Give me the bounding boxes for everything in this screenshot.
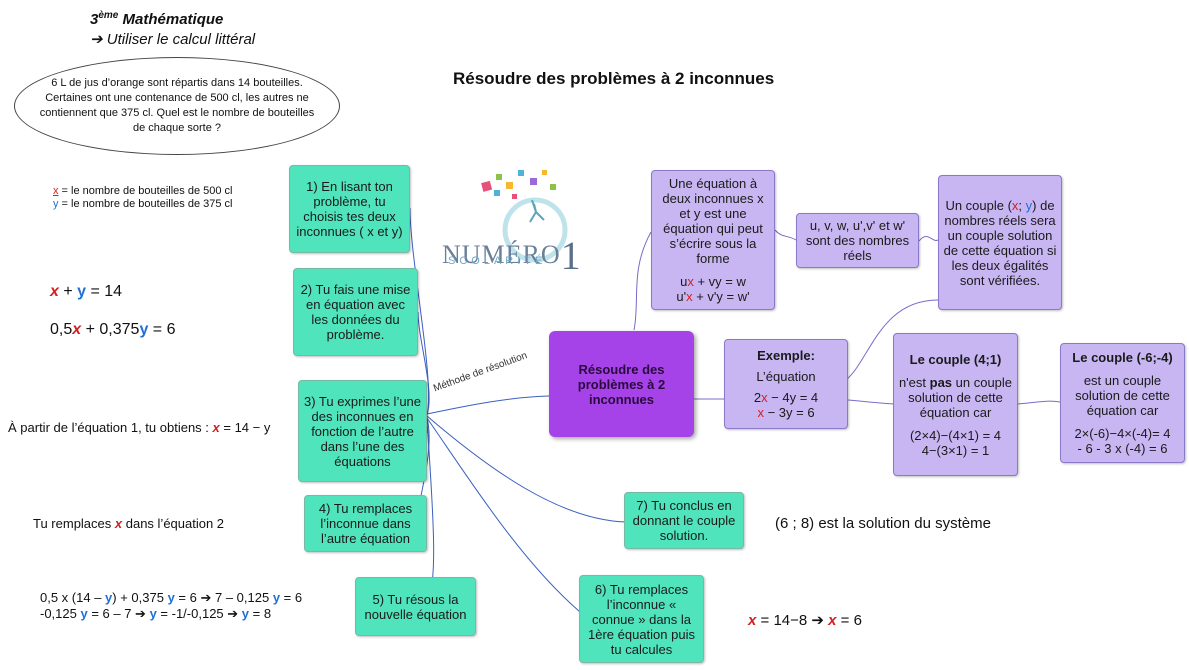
- calc-line-1: 0,5 x (14 – y) + 0,375 y = 6 ➔ 7 – 0,125…: [40, 590, 303, 605]
- example-title: Exemple:: [757, 348, 815, 363]
- step-1-box: 1) En lisant ton problème, tu choisis te…: [289, 165, 410, 253]
- couple-4-1-check-1: (2×4)−(4×1) = 4: [909, 427, 1002, 443]
- step-7-box: 7) Tu conclus en donnant le couple solut…: [624, 492, 744, 549]
- logo-word: NUMÉRO1: [442, 233, 582, 278]
- example-eq-2: x − 3y = 6: [757, 405, 815, 420]
- level-sup: ème: [98, 10, 119, 21]
- level-subject: Mathématique: [122, 11, 224, 28]
- numero1-logo: NUMÉRO1 SCOLARITÉ: [438, 160, 598, 278]
- definition-box: Une équation à deux inconnues x et y est…: [651, 170, 775, 310]
- definition-formula-2: u'x + v'y = w': [676, 289, 750, 304]
- example-box: Exemple: L’équation 2x − 4y = 4 x − 3y =…: [724, 339, 848, 429]
- final-calculation: x = 14−8 ➔ x = 6: [748, 612, 862, 629]
- level-heading: 3ème Mathématique: [90, 10, 223, 28]
- step3-expression: À partir de l’équation 1, tu obtiens : x…: [8, 420, 271, 435]
- level-number: 3: [90, 11, 99, 28]
- example-eq-1: 2x − 4y = 4: [753, 390, 819, 405]
- objective: ➔ Utiliser le calcul littéral: [90, 30, 255, 48]
- couple-4-1-box: Le couple (4;1) n'est pas un couple solu…: [893, 333, 1018, 476]
- solution-statement: (6 ; 8) est la solution du système: [775, 515, 991, 532]
- arrow-icon: ➔: [90, 31, 103, 48]
- logo-subtitle: SCOLARITÉ: [448, 255, 547, 267]
- couple-minus6-check-2: - 6 - 3 x (-4) = 6: [1077, 441, 1168, 456]
- step-2-box: 2) Tu fais une mise en équation avec les…: [293, 268, 418, 356]
- calc-line-2: -0,125 y = 6 – 7 ➔ y = -1/-0,125 ➔ y = 8: [40, 606, 272, 621]
- equation-1: x + y = 14: [50, 283, 123, 300]
- definition-formula-1: ux + vy = w: [680, 274, 746, 289]
- couple-4-1-check-2: 4−(3×1) = 1: [921, 442, 990, 458]
- problem-statement: 6 L de jus d’orange sont répartis dans 1…: [14, 57, 340, 155]
- step-5-box: 5) Tu résous la nouvelle équation: [355, 577, 476, 636]
- objective-text: Utiliser le calcul littéral: [106, 31, 256, 48]
- step-connectors: [409, 207, 627, 613]
- logo-graphic: [481, 170, 568, 263]
- page-title: Résoudre des problèmes à 2 inconnues: [453, 69, 775, 88]
- couple-4-1-text: n'est pas un couple solution de cette éq…: [898, 374, 1013, 420]
- y-definition: y = le nombre de bouteilles de 375 cl: [53, 198, 233, 210]
- equation-2: 0,5x + 0,375y = 6: [50, 321, 176, 338]
- reals-box: u, v, w, u',v' et w' sont des nombres ré…: [796, 213, 919, 268]
- example-subtitle: L’équation: [756, 369, 816, 384]
- central-topic: Résoudre des problèmes à 2 inconnues: [549, 331, 694, 437]
- x-definition: x = le nombre de bouteilles de 500 cl: [53, 185, 233, 197]
- step-3-box: 3) Tu exprimes l’une des inconnues en fo…: [298, 380, 427, 482]
- couple-4-1-title: Le couple (4;1): [909, 351, 1002, 367]
- step-6-box: 6) Tu remplaces l’inconnue « connue » da…: [579, 575, 704, 663]
- definition-text: Une équation à deux inconnues x et y est…: [662, 176, 764, 266]
- step4-substitution: Tu remplaces x dans l’équation 2: [33, 516, 225, 531]
- couple-minus6-text: est un couple solution de cette équation…: [1075, 373, 1170, 418]
- step-4-box: 4) Tu remplaces l’inconnue dans l’autre …: [304, 495, 427, 552]
- couple-minus6-title: Le couple (-6;-4): [1072, 350, 1173, 365]
- concept-connectors: [633, 229, 1061, 405]
- couple-definition-box: Un couple (x; y) de nombres réels sera u…: [938, 175, 1062, 310]
- couple-minus6-minus4-box: Le couple (-6;-4) est un couple solution…: [1060, 343, 1185, 463]
- couple-minus6-check-1: 2×(-6)−4×(-4)= 4: [1074, 426, 1171, 441]
